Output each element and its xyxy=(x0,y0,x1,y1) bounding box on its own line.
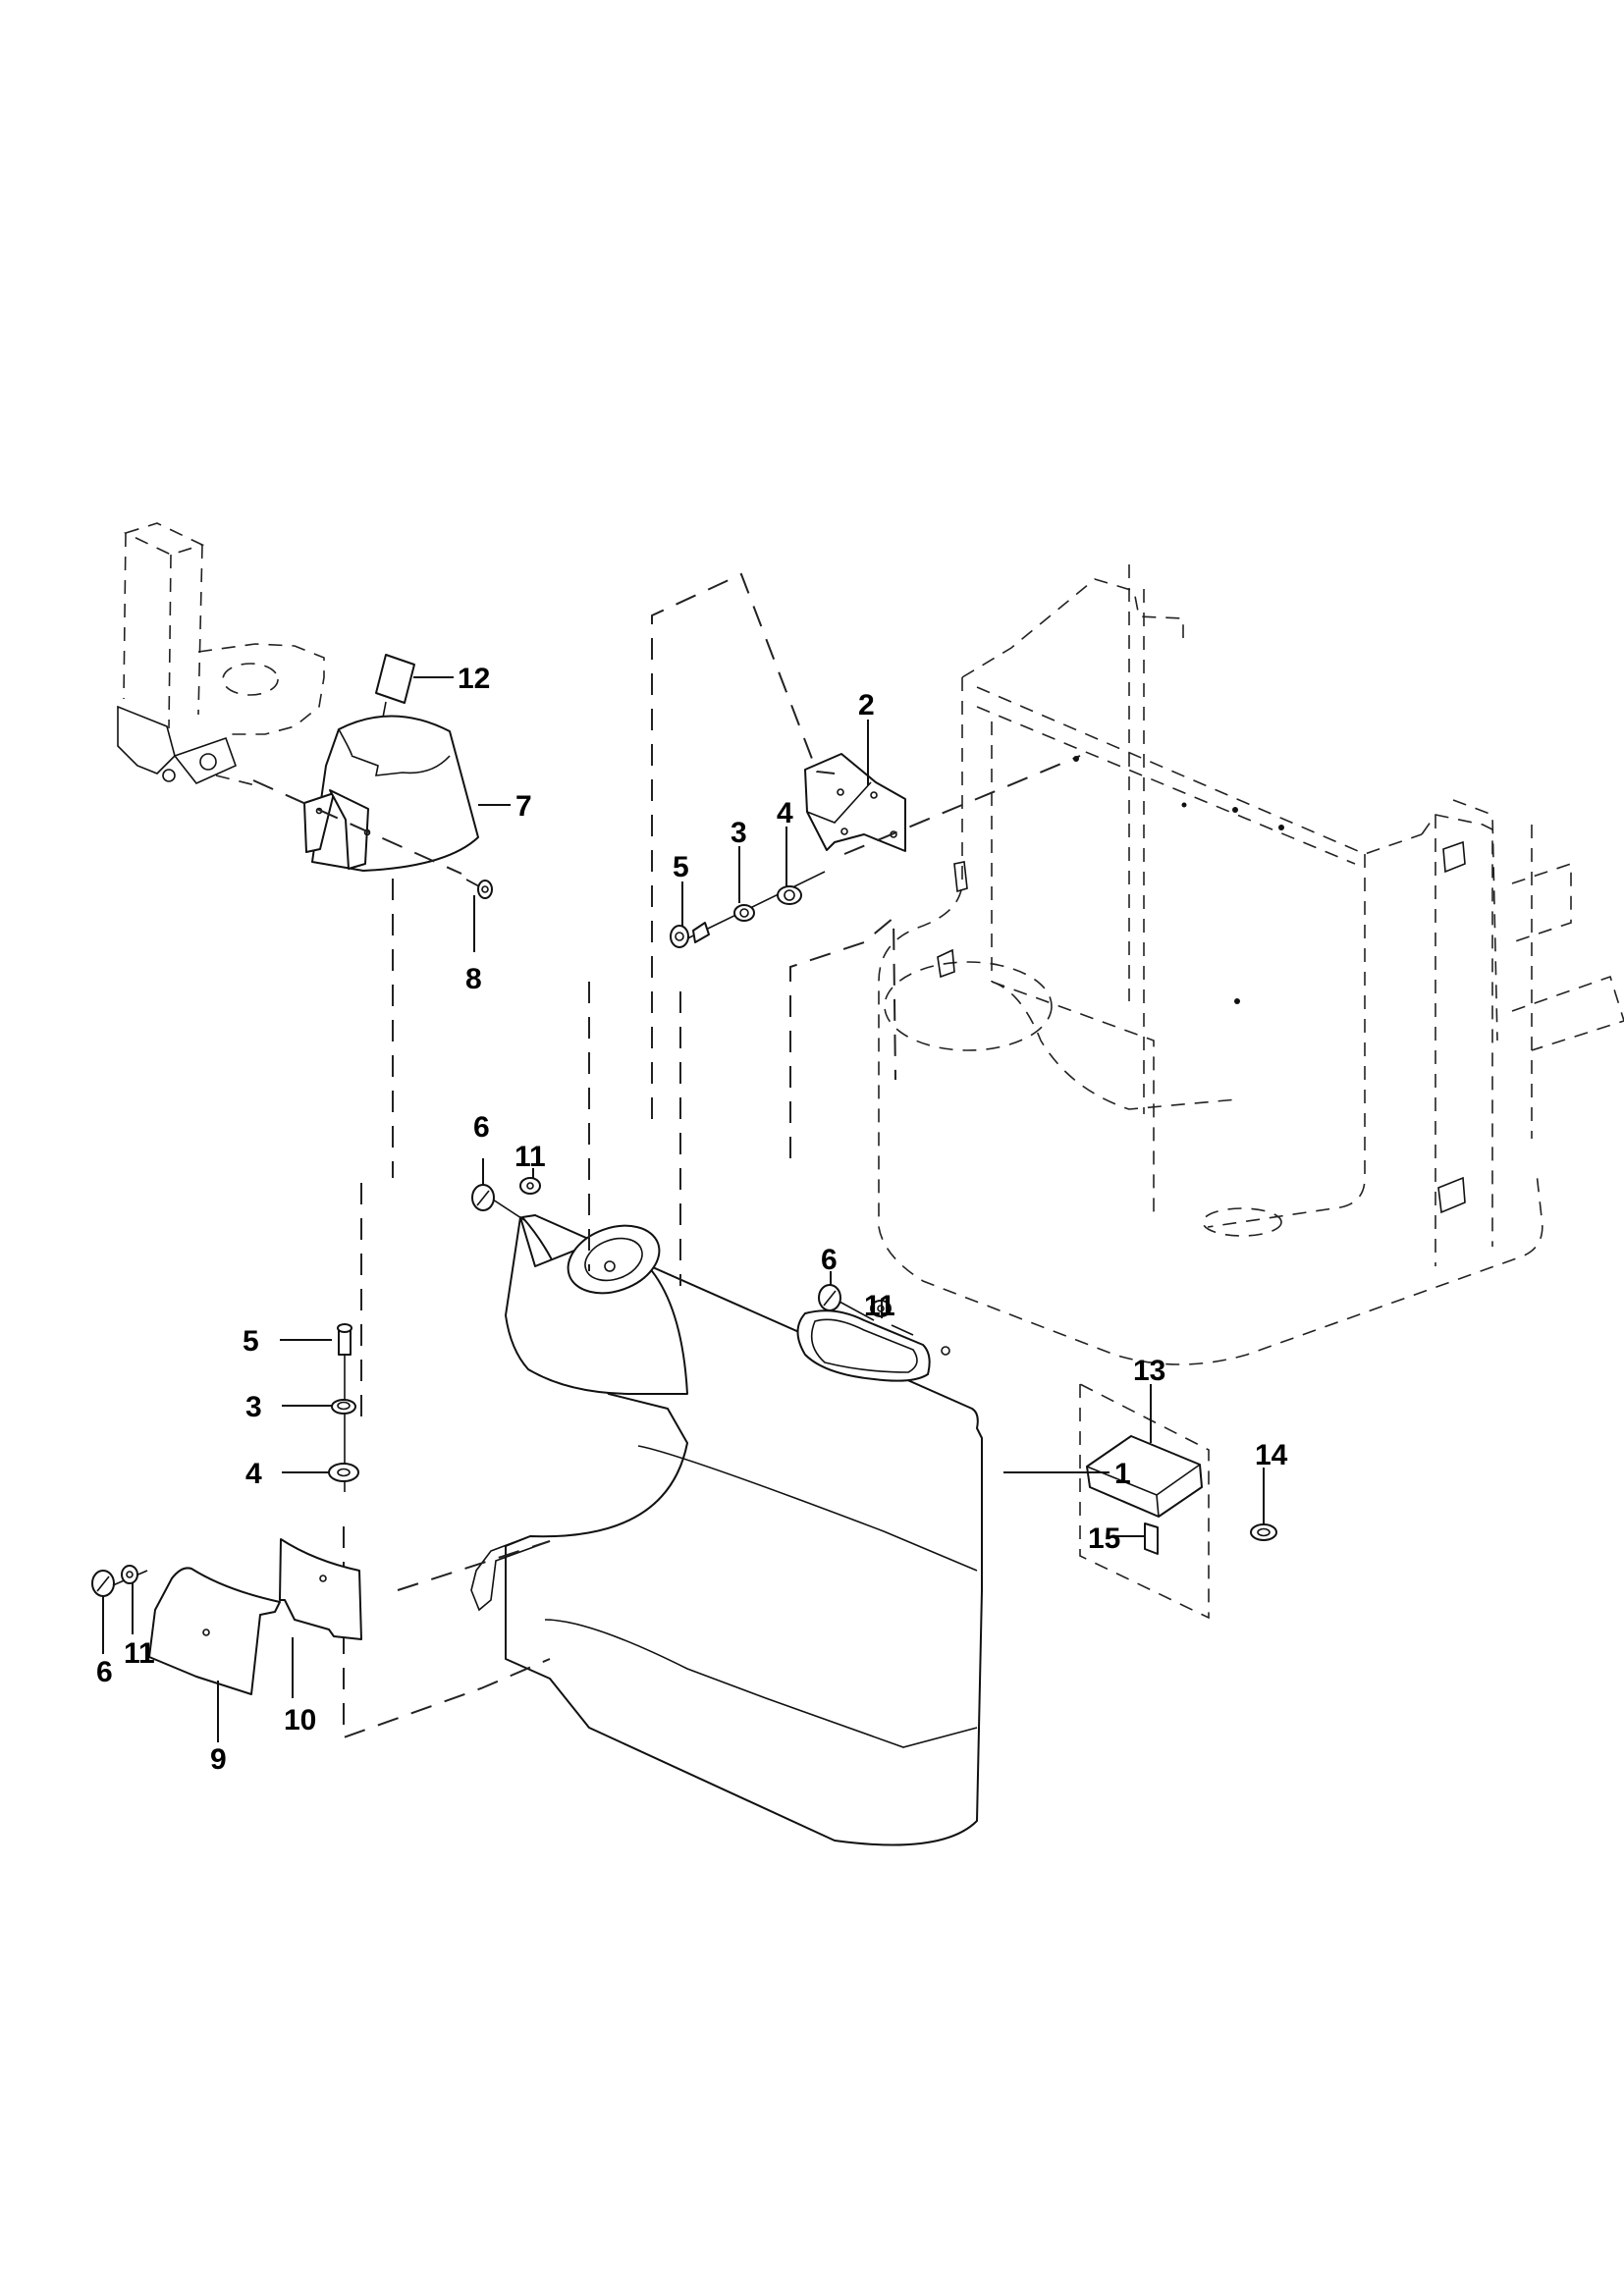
callout-11: 11 xyxy=(864,1290,895,1322)
callout-11: 11 xyxy=(514,1141,546,1173)
callout-7: 7 xyxy=(515,790,532,823)
callout-labels: 12 7 8 2 3 4 5 6 11 6 11 5 3 4 13 14 15 … xyxy=(96,663,1288,1776)
part-10-plate xyxy=(279,1538,362,1640)
callout-1: 1 xyxy=(1114,1458,1131,1490)
callout-11: 11 xyxy=(124,1637,155,1670)
part-9-curved-plate xyxy=(148,1567,281,1695)
assembly-axis xyxy=(789,915,896,1158)
callout-3: 3 xyxy=(731,817,747,849)
callout-15: 15 xyxy=(1088,1522,1120,1555)
callout-4: 4 xyxy=(777,797,793,829)
callout-13: 13 xyxy=(1133,1355,1165,1387)
fastener-6-11-lower-left xyxy=(91,1565,148,1597)
callout-8: 8 xyxy=(465,963,482,995)
kit-13-14-15 xyxy=(1079,1382,1277,1620)
bracket-fasteners xyxy=(670,871,826,948)
fastener-6-11-upper-left xyxy=(471,1177,551,1238)
callout-6: 6 xyxy=(473,1111,490,1144)
part-2-bracket xyxy=(804,753,906,852)
assembly-axis xyxy=(343,1526,551,1739)
callout-10: 10 xyxy=(284,1704,316,1736)
steering-column-phantom xyxy=(117,522,325,786)
part-1-main-cover xyxy=(470,1214,983,1846)
leader-lines xyxy=(102,676,1265,1742)
callout-2: 2 xyxy=(858,689,875,721)
callout-3: 3 xyxy=(245,1391,262,1423)
assembly-axis xyxy=(397,1540,551,1591)
callout-9: 9 xyxy=(210,1743,227,1776)
part-8-screw xyxy=(465,879,493,899)
chassis-phantom xyxy=(878,564,1624,1365)
callout-6: 6 xyxy=(96,1656,113,1688)
callout-14: 14 xyxy=(1255,1439,1288,1471)
assembly-axis xyxy=(651,572,836,1119)
callout-5: 5 xyxy=(243,1325,259,1358)
part-7-conical-cover xyxy=(303,715,479,872)
callout-12: 12 xyxy=(458,663,490,695)
fasteners-5-3-4-left xyxy=(328,1323,359,1492)
callout-6: 6 xyxy=(821,1244,838,1276)
assembly-axis xyxy=(252,779,462,875)
callout-5: 5 xyxy=(673,851,689,883)
callout-4: 4 xyxy=(245,1458,262,1490)
